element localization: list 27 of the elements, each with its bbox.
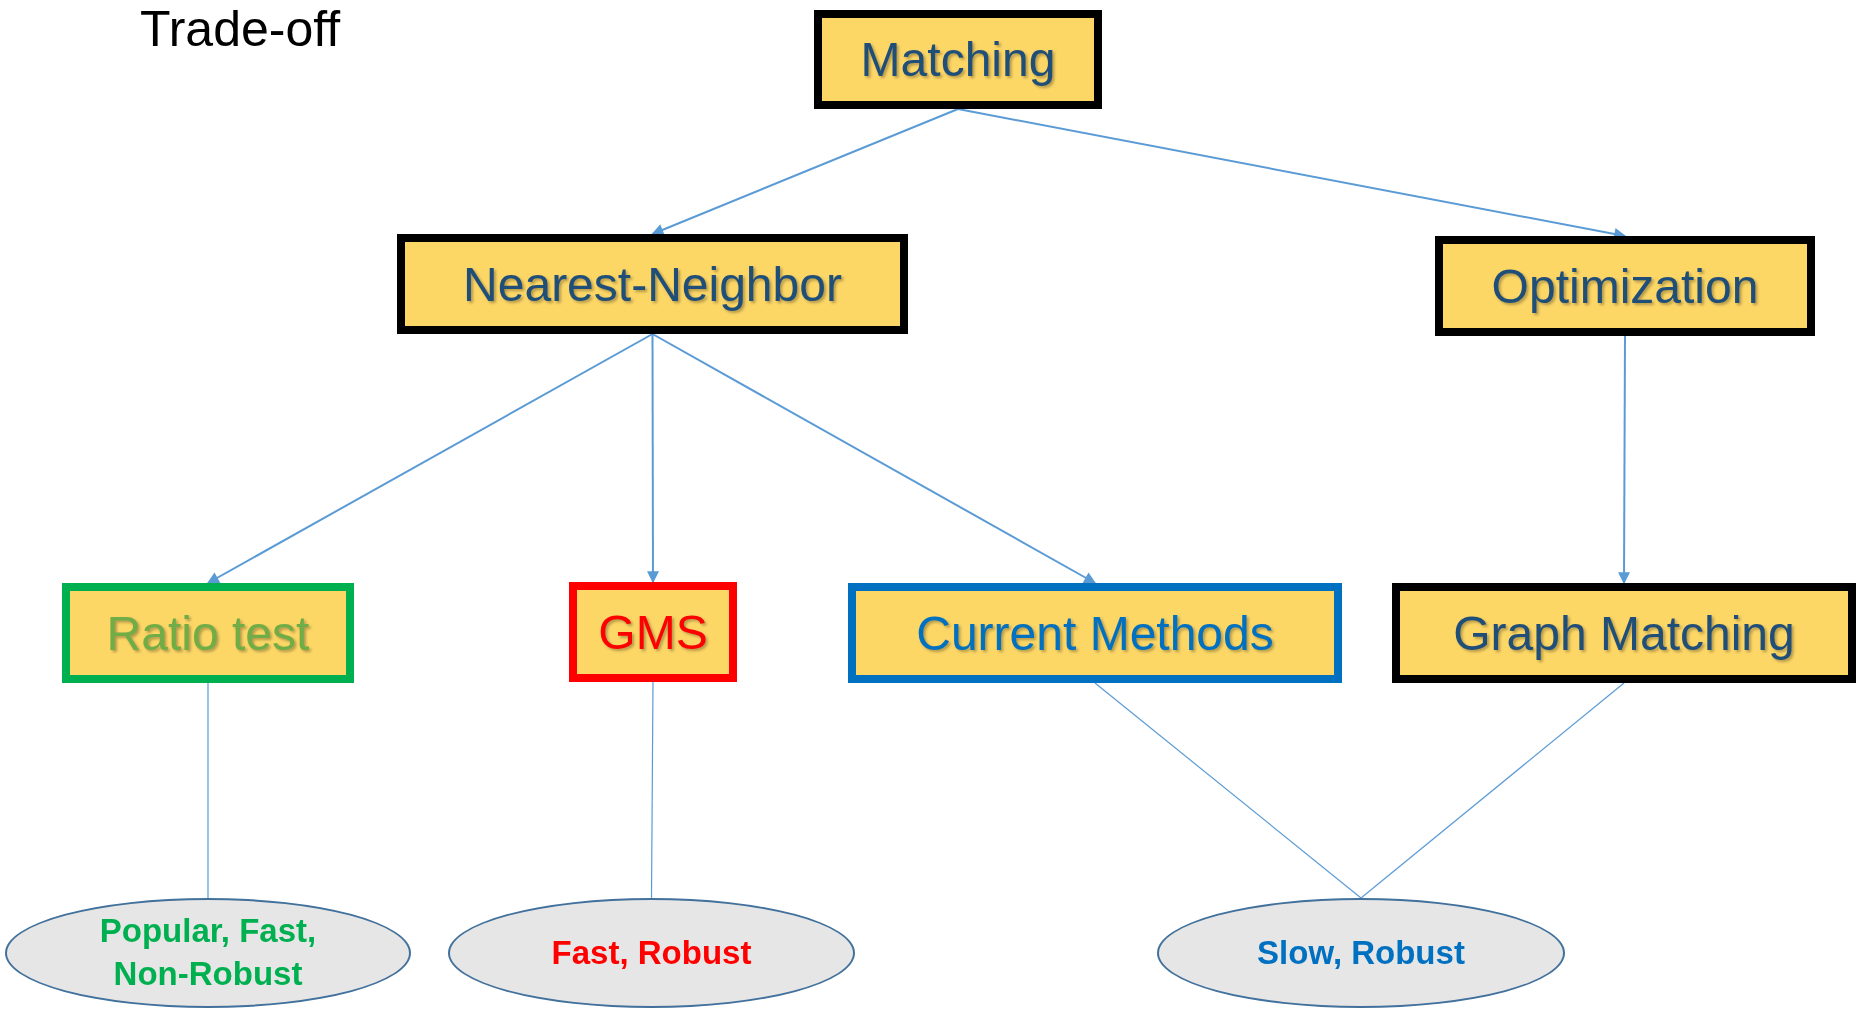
- node-label: GMS: [598, 604, 708, 660]
- node-label: Ratio test: [106, 605, 310, 661]
- node-label: Current Methods: [916, 605, 1274, 661]
- node-label: Optimization: [1491, 258, 1759, 314]
- node-label: Slow, Robust: [1257, 932, 1465, 973]
- arrow: [651, 333, 1097, 584]
- arrow: [647, 333, 659, 584]
- connector-line: [650, 681, 654, 899]
- process-box: [814, 10, 1102, 109]
- node-label: Fast, Robust: [551, 932, 752, 973]
- process-box: [1392, 583, 1856, 683]
- process-box: [62, 583, 354, 683]
- connector-line: [1094, 682, 1362, 899]
- node-label: Popular, Fast, Non-Robust: [98, 911, 318, 994]
- node-label: Graph Matching: [1453, 605, 1795, 661]
- process-box: [397, 234, 908, 334]
- process-box: [1435, 236, 1815, 336]
- node-label: Matching: [860, 32, 1056, 87]
- heading-text: Trade-off: [140, 0, 341, 58]
- process-box: [569, 582, 737, 682]
- connector-line: [1360, 682, 1625, 899]
- arrow: [651, 108, 959, 236]
- node-label: Nearest-Neighbor: [463, 256, 842, 312]
- process-box: [848, 583, 1342, 683]
- arrow: [206, 333, 654, 584]
- connector-line: [207, 682, 209, 899]
- arrow: [1618, 335, 1631, 585]
